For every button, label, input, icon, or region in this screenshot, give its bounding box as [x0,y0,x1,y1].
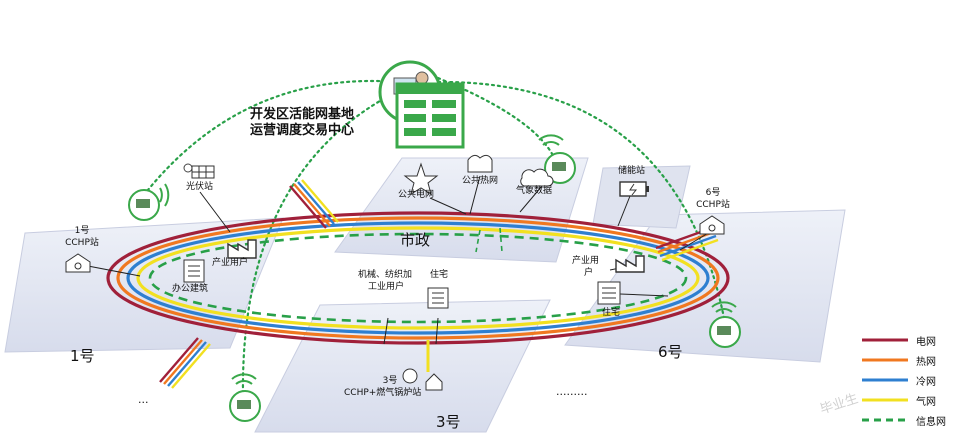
legend-label-grid: 电网 [916,337,936,348]
cchp-station-icon [699,215,725,235]
more-zones-right: ......... [556,385,588,398]
storage-label: 储能站 [618,166,646,176]
zone-3-platform [254,299,551,433]
pv-station-label: 光伏站 [186,182,214,192]
center-title-line2: 运营调度交易中心 [250,123,355,138]
cchp1-label-line1: 1号 [74,226,90,236]
weather-data-label: 气象数据 [516,186,553,196]
factory-smoke-icon [467,154,493,173]
residence-right-label: 住宅 [602,308,621,318]
residence-building-icon [597,281,621,305]
legend-label-info: 信息网 [916,417,946,428]
wireless-node-icons [128,134,741,422]
storage-platform [592,165,691,229]
legend-label-heat: 热网 [916,357,936,368]
branch-cables [159,179,719,389]
factory-icon [227,239,257,259]
zone-municipal-label: 市政 [400,231,431,249]
residence-building-icon [427,287,449,309]
wireless-node-icon [538,134,576,184]
cchp-station-icon [65,253,91,273]
battery-storage-icon [619,181,649,197]
zone-1-label: 1号 [70,347,95,365]
gas-generator-icon [402,368,443,391]
industry-user-right-line1: 产业用 [572,256,600,266]
legend [862,338,908,422]
zone-6-label: 6号 [658,343,683,361]
industry-user-right-line2: 户 [584,268,594,278]
operation-center [378,60,465,149]
legend-label-gas: 气网 [916,397,936,408]
residence-mid-label: 住宅 [430,270,449,280]
industry-user-left-label: 产业用户 [212,258,249,268]
info-stub-lines [475,227,503,253]
factory-icon [615,255,645,273]
more-zones-left: ... [138,393,149,406]
ring-networks [106,211,730,345]
zone-3-label: 3号 [436,413,461,431]
office-label: 办公建筑 [172,284,209,294]
solar-panel-icon [183,163,215,179]
public-heat-label: 公共热网 [462,176,499,186]
public-grid-label: 公共电网 [398,190,435,200]
cchp1-label-line2: CCHP站 [65,238,99,248]
office-building-icon [183,259,205,283]
center-title-line1: 开发区活能网基地 [250,107,355,122]
cchp3-label-line1: 3号 [382,376,398,386]
mech-textile-line2: 工业用户 [368,282,405,292]
star-grid-icon [403,162,439,196]
mech-textile-line1: 机械、纺织加 [358,270,413,280]
cchp3-label-line2: CCHP+燃气锅炉站 [344,388,422,398]
wireless-node-icon [709,301,741,348]
legend-label-cold: 冷网 [916,377,936,388]
cchp6-label-line1: 6号 [705,188,721,198]
cchp6-label-line2: CCHP站 [696,200,730,210]
wireless-node-icon [128,183,170,221]
wireless-node-icon [229,373,261,422]
weather-cloud-icon [520,168,554,187]
